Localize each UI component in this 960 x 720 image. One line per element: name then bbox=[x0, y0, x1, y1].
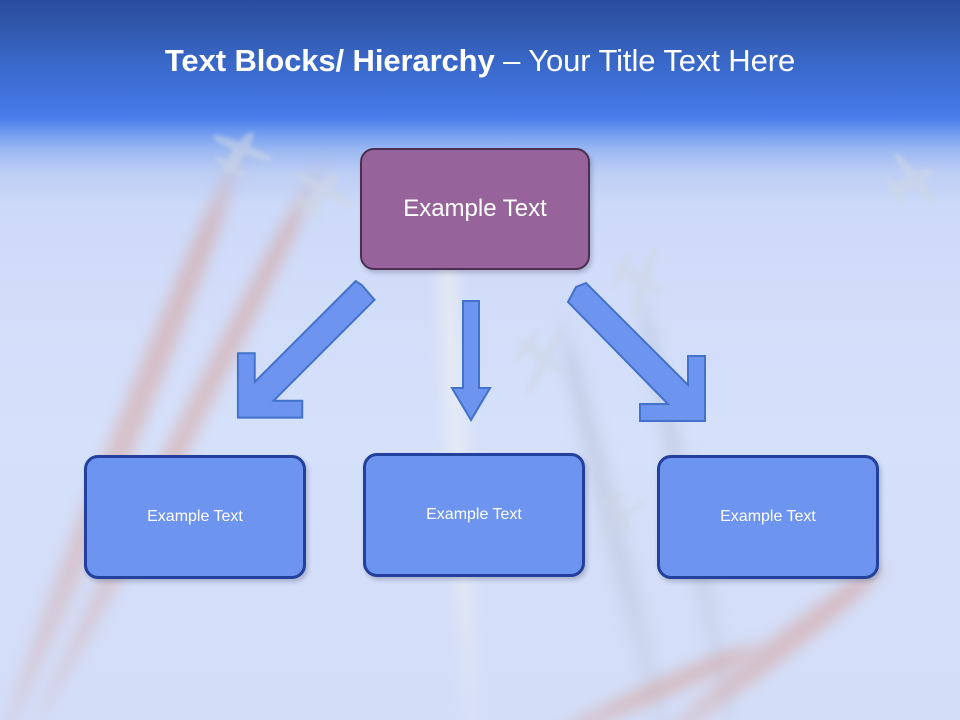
title-normal-part: Your Title Text Here bbox=[528, 43, 796, 78]
arrow-left bbox=[232, 279, 382, 422]
arrow-right-shape bbox=[566, 281, 706, 422]
node-child-1-label: Example Text bbox=[147, 508, 243, 525]
node-child-3[interactable]: Example Text bbox=[657, 455, 879, 579]
arrow-center bbox=[450, 300, 492, 422]
arrow-center-shape bbox=[450, 300, 492, 422]
slide-title: Text Blocks/ Hierarchy – Your Title Text… bbox=[0, 43, 960, 78]
node-child-2-label: Example Text bbox=[426, 506, 522, 523]
title-separator: – bbox=[494, 43, 529, 78]
node-child-2[interactable]: Example Text bbox=[363, 453, 585, 577]
node-root[interactable]: Example Text bbox=[360, 148, 590, 270]
title-bold-part: Text Blocks/ Hierarchy bbox=[164, 43, 495, 78]
arrow-right bbox=[566, 281, 718, 422]
node-root-label: Example Text bbox=[403, 195, 547, 222]
node-child-1[interactable]: Example Text bbox=[84, 455, 306, 579]
arrow-left-shape bbox=[236, 279, 376, 419]
node-child-3-label: Example Text bbox=[720, 508, 816, 525]
